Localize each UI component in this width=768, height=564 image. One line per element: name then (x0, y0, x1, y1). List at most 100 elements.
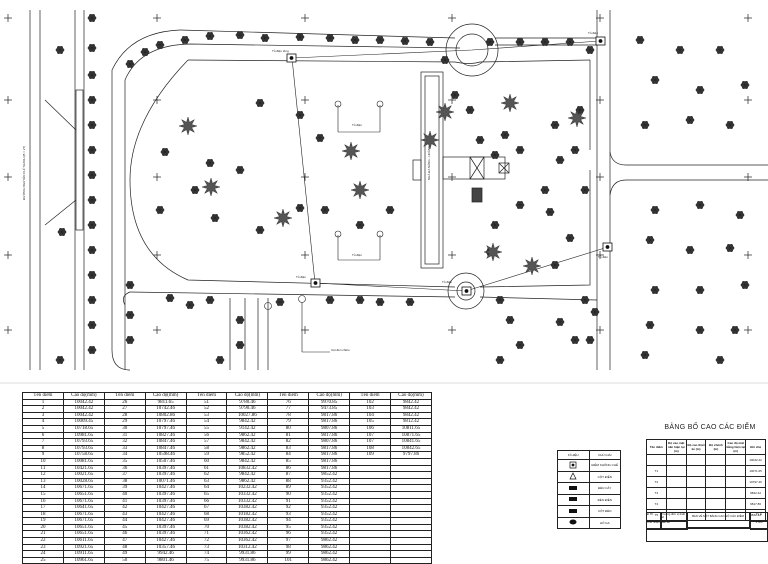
table-cell (390, 490, 432, 499)
control-point-3 (310, 278, 321, 288)
table-cell: 55 (185, 424, 228, 433)
tree-icon (355, 296, 365, 304)
table-cell: 10793.65 (62, 444, 105, 453)
table-cell (665, 487, 687, 499)
legend-item: ĐIỂM KHỐNG CHẾ (588, 459, 621, 472)
table-cell: 66 (185, 497, 228, 506)
table-cell: 30 (103, 424, 146, 433)
shrub-icon (522, 256, 542, 276)
table-cell: 31 (103, 431, 146, 440)
table-cell: 10671.65 (62, 484, 105, 492)
tree-icon (87, 346, 97, 354)
table-cell: 14 (22, 484, 64, 492)
table-cell: 68 (185, 510, 228, 519)
table-cell: 10671.65 (62, 510, 105, 519)
table-cell: 10071.65 (745, 465, 766, 477)
table-cell: 10042.42 (62, 405, 105, 413)
tree-icon (715, 356, 725, 364)
tree-icon (205, 159, 215, 167)
table-cell (725, 454, 747, 466)
table-cell: 9862.42 (308, 556, 351, 564)
trees (55, 14, 750, 364)
tree-icon (540, 186, 550, 194)
table-cell: 10651.65 (62, 523, 105, 532)
table-cell (725, 498, 747, 510)
table-cell: 10382.42 (226, 517, 269, 525)
tree-icon (465, 106, 475, 114)
table-cell: 48 (103, 543, 146, 552)
tree-icon (685, 116, 695, 124)
tree-icon (140, 48, 150, 56)
table-cell: 41 (103, 497, 146, 506)
park-boundary (111, 29, 598, 371)
tree-icon (87, 71, 97, 79)
table-cell: 88 (267, 477, 310, 486)
table-cell: 58 (185, 444, 228, 453)
tree-icon (87, 171, 97, 179)
table-cell: 9790.46 (226, 405, 269, 413)
elevation-table-header-cell: Ghi chú (745, 439, 766, 455)
tree-icon (490, 221, 500, 229)
shrubs (178, 93, 587, 276)
tree-icon (495, 356, 505, 364)
tree-icon (235, 31, 245, 39)
table-cell (349, 537, 392, 545)
table-cell: 9811.65 (144, 398, 187, 407)
tree-icon (55, 356, 65, 364)
table-cell: 9862.42 (308, 543, 351, 552)
roundabout-bottom (447, 272, 485, 310)
table-cell: 54 (185, 418, 228, 426)
tree-icon (685, 246, 695, 254)
tree-icon (87, 246, 97, 254)
table-cell (390, 471, 432, 479)
tree-icon (165, 294, 175, 302)
tree-icon (87, 96, 97, 104)
table-cell: 86 (267, 464, 310, 473)
lot-a (334, 100, 384, 133)
table-cell: 9970.85 (308, 398, 351, 407)
tree-icon (740, 81, 750, 89)
table-cell: 10027.86 (226, 411, 269, 420)
table-cell: 49 (103, 550, 146, 558)
tree-icon (400, 37, 410, 45)
tree-icon (695, 86, 705, 94)
table-cell: 10797.46 (745, 476, 766, 488)
shrub-icon (483, 242, 503, 262)
station-label-2: Tủ điện (588, 31, 598, 35)
table-cell: 53 (185, 411, 228, 420)
tree-icon (640, 121, 650, 129)
table-cell: 91 (267, 497, 310, 506)
table-cell: 8 (22, 444, 64, 453)
table-cell: 70 (185, 523, 228, 532)
tree-icon (295, 33, 305, 41)
tree-icon (475, 136, 485, 144)
table-cell: 73 (185, 543, 228, 552)
table-cell: 10921.65 (62, 543, 105, 552)
lot-b-label: Tủ điện (352, 253, 362, 257)
table-cell: 10811.65 (390, 424, 432, 433)
table-cell: 10021.65 (62, 471, 105, 479)
table-cell (390, 510, 432, 519)
tree-icon (740, 281, 750, 289)
table-cell (390, 477, 432, 486)
elevation-table-title: BẢNG BỐ CAO CÁC ĐIỂM (664, 424, 756, 431)
table-cell (685, 476, 707, 488)
table-cell: 71 (185, 530, 228, 539)
tree-icon (505, 316, 515, 324)
elevation-table-header-cell: Độ chênh (m) (705, 439, 727, 455)
table-cell (665, 476, 687, 488)
tree-icon (650, 76, 660, 84)
legend-header-symbol: KÍ HIỆU (557, 450, 590, 460)
table-cell: 9817.86 (308, 418, 351, 426)
tree-icon (490, 151, 500, 159)
table-cell: 101 (267, 556, 310, 564)
table-cell (705, 465, 727, 477)
tree-icon (125, 281, 135, 289)
table-cell: 10742.46 (144, 405, 187, 413)
table-cell: 16 (22, 497, 64, 506)
table-cell: 9931.86 (226, 556, 269, 564)
